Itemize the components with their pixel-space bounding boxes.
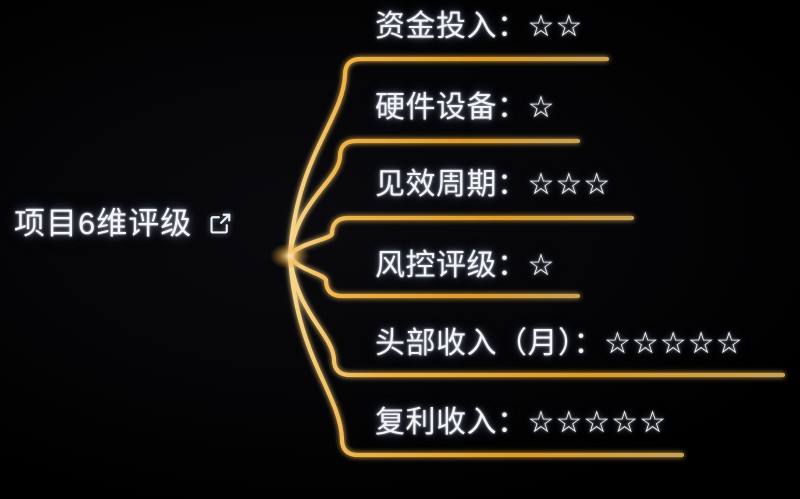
- branch-label: 风控评级：: [375, 249, 528, 282]
- external-link-icon[interactable]: [208, 211, 233, 236]
- branch-node-1[interactable]: 资金投入：☆☆: [375, 12, 583, 42]
- branch-label: 复利收入：: [375, 406, 528, 439]
- branch-label: 见效周期：: [375, 168, 528, 201]
- root-node[interactable]: 项目6维评级: [14, 208, 233, 239]
- branch-connector-1: [287, 56, 610, 259]
- branch-star-rating: ☆☆: [527, 10, 584, 43]
- branch-star-rating: ☆☆☆: [527, 168, 612, 201]
- branch-node-4[interactable]: 风控评级：☆: [375, 251, 555, 281]
- branch-star-rating: ☆☆☆☆☆: [527, 406, 667, 439]
- branch-star-rating: ☆: [527, 249, 556, 282]
- branch-star-rating: ☆: [527, 91, 556, 124]
- root-node-label: 项目6维评级: [14, 206, 193, 241]
- branch-node-5[interactable]: 头部收入（月）：☆☆☆☆☆: [375, 329, 743, 359]
- branch-node-2[interactable]: 硬件设备：☆: [375, 93, 555, 123]
- branch-hub: [270, 243, 310, 269]
- branch-node-6[interactable]: 复利收入：☆☆☆☆☆: [375, 408, 667, 438]
- branch-label: 硬件设备：: [375, 91, 528, 124]
- branch-node-3[interactable]: 见效周期：☆☆☆: [375, 170, 611, 200]
- branch-star-rating: ☆☆☆☆☆: [604, 327, 744, 360]
- branch-label: 头部收入（月）：: [375, 327, 604, 360]
- branch-label: 资金投入：: [375, 10, 528, 43]
